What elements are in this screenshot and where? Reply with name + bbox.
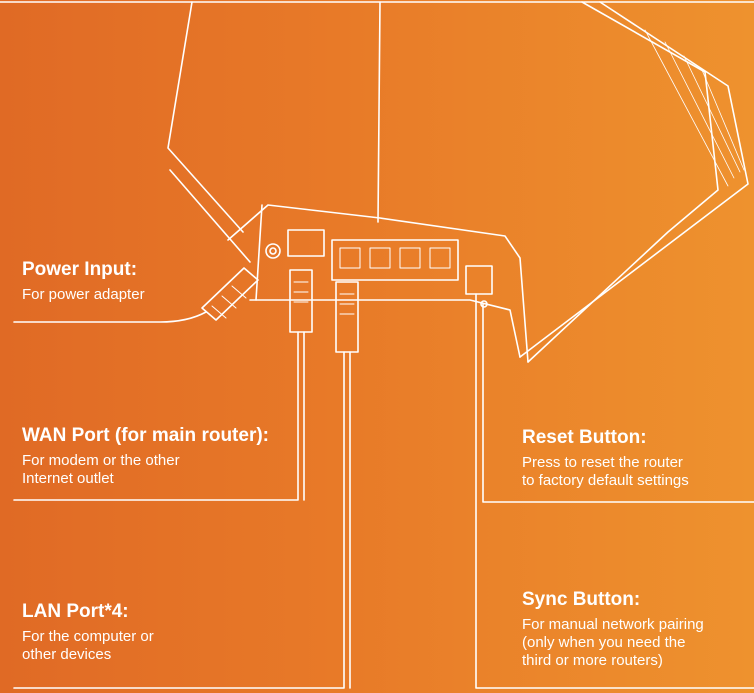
lan-port-title: LAN Port*4: — [22, 601, 129, 622]
wan-port-title: WAN Port (for main router): — [22, 425, 269, 446]
sync-button-title: Sync Button: — [522, 589, 641, 610]
port-panel-bottom — [249, 299, 521, 358]
lan-port-desc: For the computer or other devices — [22, 628, 154, 663]
lan-port-icon — [339, 247, 451, 269]
power-plug-icon — [13, 267, 259, 323]
router-left-edge — [169, 169, 251, 263]
sync-button-label: Sync Button: For manual network pairing … — [522, 588, 704, 670]
power-input-label: Power Input: For power adapter — [22, 258, 145, 304]
sync-button-desc: For manual network pairing (only when yo… — [522, 616, 704, 669]
reset-button-label: Reset Button: Press to reset the router … — [522, 426, 689, 490]
router-right-face — [527, 1, 719, 363]
router-body — [0, 1, 754, 363]
port-row — [265, 229, 493, 308]
ethernet-cable-icon — [13, 269, 313, 501]
lan-port-group — [331, 239, 459, 281]
router-left-face — [167, 1, 244, 233]
wan-port-label: WAN Port (for main router): For modem or… — [22, 424, 269, 488]
reset-button-title: Reset Button: — [522, 427, 647, 448]
power-jack-icon — [265, 243, 281, 259]
router-side-fins — [644, 29, 745, 187]
sync-button-icon — [465, 265, 493, 295]
ethernet-cable-icon — [13, 281, 359, 689]
router-right-face-outline — [519, 1, 749, 358]
reset-callout-line — [482, 303, 754, 503]
wan-port-desc: For modem or the other Internet outlet — [22, 452, 180, 487]
lan-port-label: LAN Port*4: For the computer or other de… — [22, 600, 154, 664]
router-center-edge — [377, 1, 381, 223]
port-panel-left — [255, 204, 263, 301]
reset-hole-icon — [480, 300, 488, 308]
wan-port-icon — [287, 229, 325, 257]
sync-callout-line — [475, 293, 754, 689]
power-input-title: Power Input: — [22, 259, 138, 280]
power-input-desc: For power adapter — [22, 286, 145, 303]
reset-button-desc: Press to reset the router to factory def… — [522, 454, 689, 489]
